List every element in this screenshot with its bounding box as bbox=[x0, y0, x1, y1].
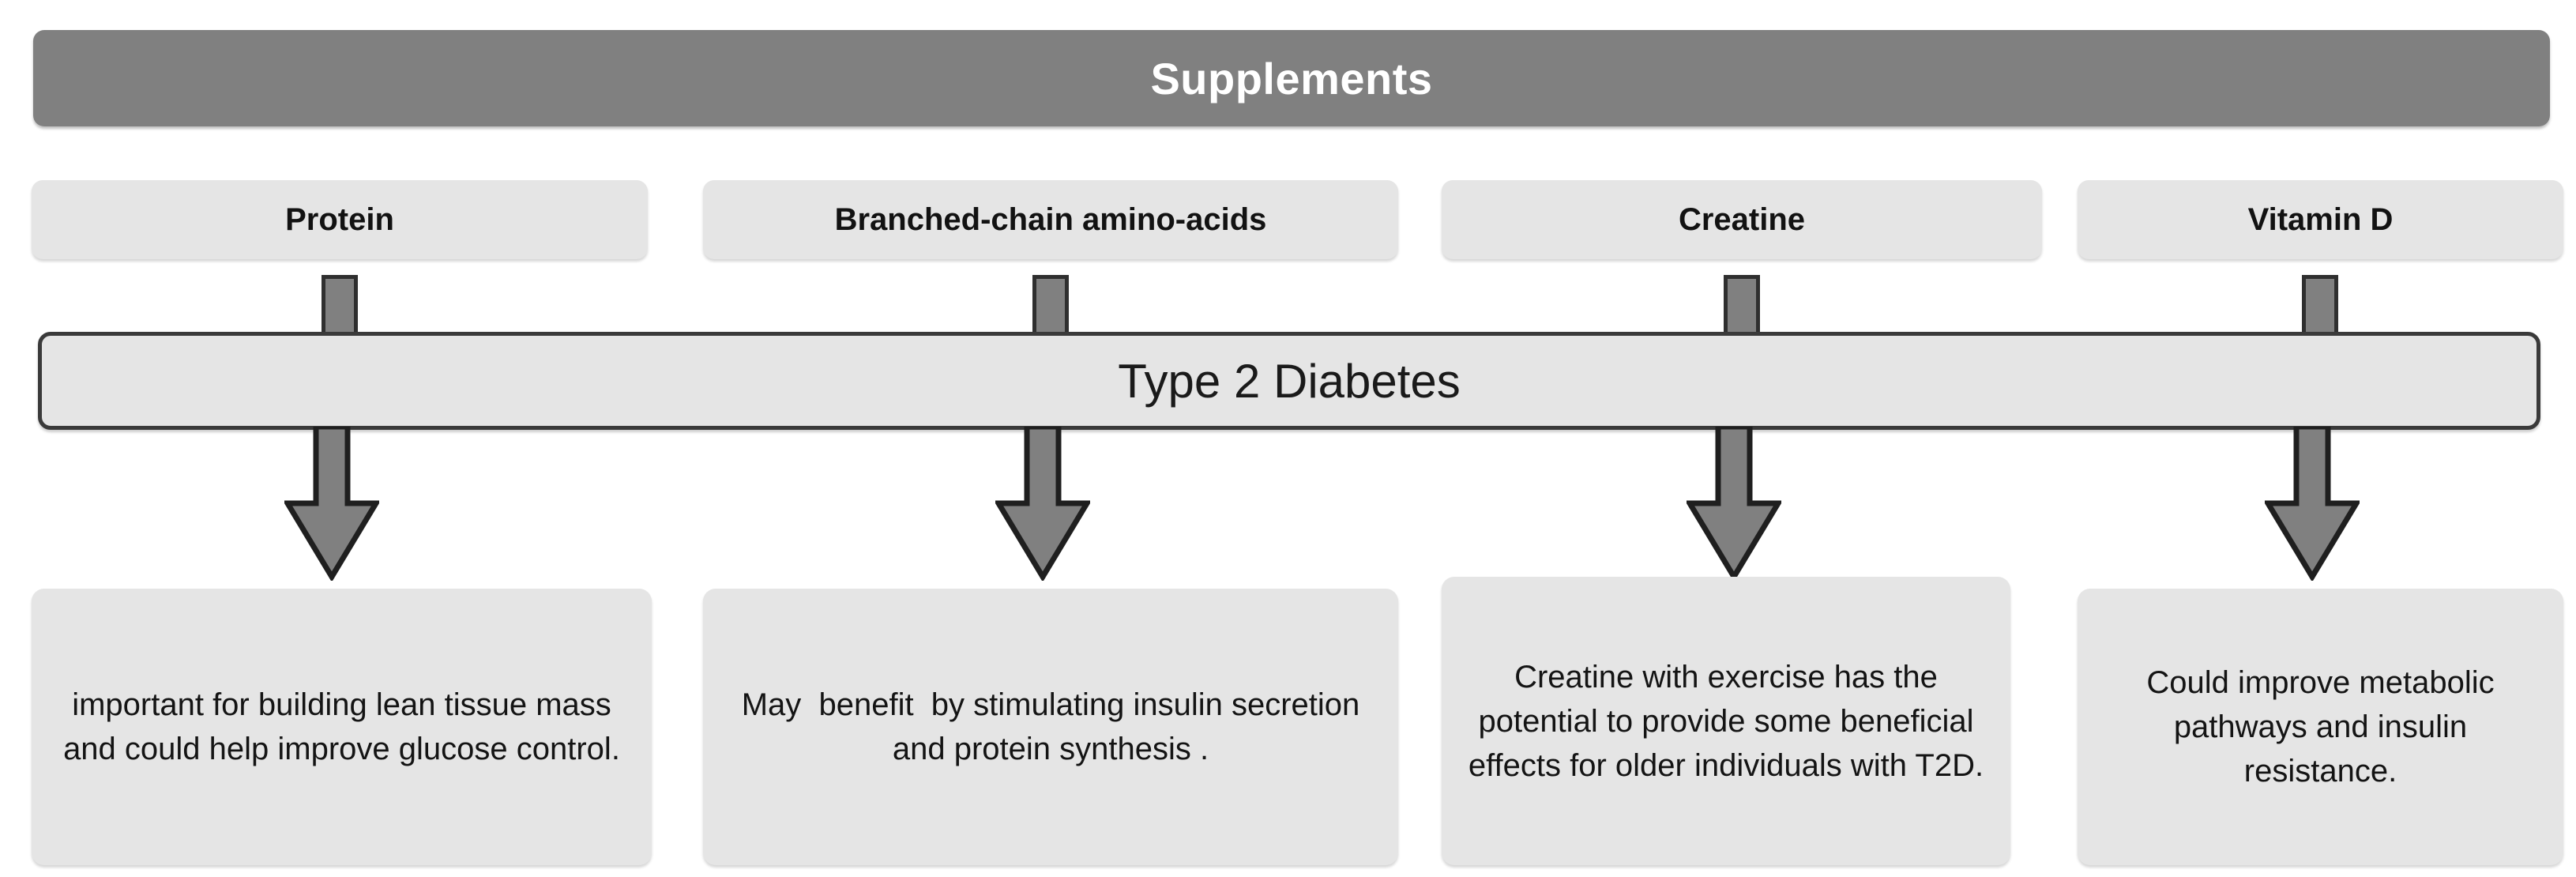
supplement-label: Creatine bbox=[1678, 201, 1806, 237]
down-arrow-icon-vitamin-d bbox=[2265, 427, 2360, 581]
central-node-type-2-diabetes: Type 2 Diabetes bbox=[38, 332, 2540, 430]
down-arrow-icon-bcaa bbox=[995, 427, 1090, 581]
connector-creatine-to-t2d bbox=[1724, 275, 1760, 338]
down-arrow-icon-creatine bbox=[1687, 427, 1781, 581]
supplement-label: Vitamin D bbox=[2247, 201, 2394, 237]
supplement-box-creatine: Creatine bbox=[1442, 180, 2042, 259]
connector-protein-to-t2d bbox=[322, 275, 358, 338]
supplement-box-vitamin-d: Vitamin D bbox=[2078, 180, 2563, 259]
description-text: Creatine with exercise has the potential… bbox=[1468, 659, 1984, 783]
central-node-label: Type 2 Diabetes bbox=[1118, 354, 1461, 408]
description-box-creatine: Creatine with exercise has the potential… bbox=[1442, 577, 2010, 865]
description-text: May benefit by stimulating insulin secre… bbox=[741, 687, 1369, 766]
description-box-protein: important for building lean tissue mass … bbox=[32, 589, 652, 865]
connector-vitamin-d-to-t2d bbox=[2302, 275, 2338, 338]
supplement-box-protein: Protein bbox=[32, 180, 648, 259]
description-box-vitamin-d: Could improve metabolic pathways and ins… bbox=[2078, 589, 2563, 865]
description-text: important for building lean tissue mass … bbox=[63, 687, 630, 766]
supplement-label: Branched-chain amino-acids bbox=[834, 201, 1267, 237]
connector-bcaa-to-t2d bbox=[1032, 275, 1069, 338]
diagram-title-banner: Supplements bbox=[33, 30, 2550, 126]
diagram-title: Supplements bbox=[1150, 53, 1433, 104]
description-box-bcaa: May benefit by stimulating insulin secre… bbox=[703, 589, 1398, 865]
down-arrow-icon-protein bbox=[284, 427, 379, 581]
supplement-label: Protein bbox=[285, 201, 394, 237]
supplement-box-bcaa: Branched-chain amino-acids bbox=[703, 180, 1398, 259]
description-text: Could improve metabolic pathways and ins… bbox=[2146, 665, 2503, 789]
